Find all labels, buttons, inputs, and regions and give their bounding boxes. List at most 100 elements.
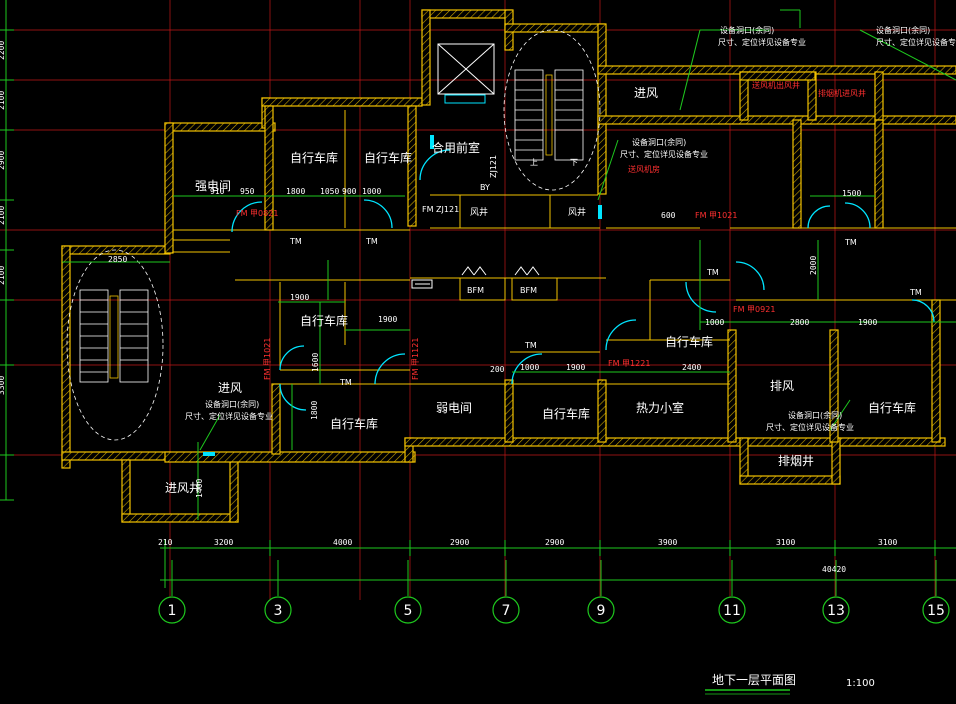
axis-label-7: 7 xyxy=(502,603,511,619)
dim-inner-21: 1500 xyxy=(842,189,861,198)
left-dim-3: 2100 xyxy=(0,206,6,225)
red-duct-2: 排烟机进风井 xyxy=(818,88,866,98)
room-shower: 合用前室 xyxy=(432,140,480,155)
note-opening-5: 设备洞口(余同) xyxy=(788,410,842,420)
bfm-1: BFM xyxy=(467,286,484,295)
room-exhaust: 排风 xyxy=(770,379,794,393)
tm-7: TM xyxy=(909,288,922,297)
left-dim-1: 2100 xyxy=(0,91,6,110)
tm-6: TM xyxy=(844,238,857,247)
fm-label-e: FM 甲1021 xyxy=(263,338,272,380)
fm-zj-label: FM ZJ121 xyxy=(422,205,459,214)
dim-inner-6: 1900 xyxy=(290,293,309,302)
room-duct-2: 风井 xyxy=(568,206,586,218)
dim-inner-12: 2800 xyxy=(790,318,809,327)
tm-4: TM xyxy=(524,341,537,350)
dim-inner-18: 200 xyxy=(490,365,505,374)
fm-label-f: FM 甲1121 xyxy=(411,338,420,380)
dim-total: 40420 xyxy=(822,565,846,574)
dim-inner-16: 1800 xyxy=(310,401,319,420)
room-weak-elec: 弱电间 xyxy=(436,401,472,415)
note-opening-4: 设备洞口(余同) xyxy=(205,399,259,409)
doors xyxy=(231,149,935,411)
left-dimension-chain xyxy=(0,0,14,501)
room-bike-low: 自行车库 xyxy=(330,416,378,431)
leader-lines xyxy=(199,9,956,451)
dim-bottom-0: 210 xyxy=(158,538,173,547)
dim-inner-17: 1600 xyxy=(311,353,320,372)
vent-grilles xyxy=(203,135,602,456)
left-dim-5: 3300 xyxy=(0,376,6,395)
dim-inner-3: 1050 xyxy=(320,187,339,196)
left-dim-2: 2900 xyxy=(0,151,6,170)
room-intake-shaft: 进风井 xyxy=(165,481,201,495)
room-bike-right: 自行车库 xyxy=(868,400,916,415)
dim-inner-10: 2400 xyxy=(682,363,701,372)
left-staircase xyxy=(66,249,164,441)
dim-bottom-2: 4000 xyxy=(333,538,352,547)
dim-bottom-7: 3100 xyxy=(878,538,897,547)
fm-label-b: FM 甲1021 xyxy=(695,211,737,220)
red-room: 送风机房 xyxy=(628,164,660,174)
room-outlines xyxy=(173,110,956,385)
note-size-2: 尺寸、定位详见设备专业 xyxy=(876,37,956,47)
axis-label-1: 1 xyxy=(168,603,177,619)
fm-label-c: FM 甲0921 xyxy=(733,305,775,314)
room-bike-2: 自行车库 xyxy=(364,150,412,165)
tm-3: TM xyxy=(339,378,352,387)
axis-label-11: 11 xyxy=(723,603,741,619)
stair-down: 下 xyxy=(570,158,578,167)
room-heat: 热力小室 xyxy=(636,400,684,415)
drawing-scale: 1:100 xyxy=(846,678,875,689)
note-opening-3: 设备洞口(余同) xyxy=(632,137,686,147)
dim-bottom-6: 3100 xyxy=(776,538,795,547)
note-size-3: 尺寸、定位详见设备专业 xyxy=(620,149,708,159)
bfm-2: BFM xyxy=(520,286,537,295)
dim-inner-1: 950 xyxy=(240,187,255,196)
dim-inner-19: 2000 xyxy=(809,256,818,275)
dim-inner-9: 1900 xyxy=(566,363,585,372)
room-bike-mid: 自行车库 xyxy=(300,313,348,328)
dim-inner-5: 1000 xyxy=(362,187,381,196)
axis-label-15: 15 xyxy=(927,603,945,619)
note-size-1: 尺寸、定位详见设备专业 xyxy=(718,37,806,47)
walls xyxy=(61,9,956,523)
dim-inner-13: 1900 xyxy=(858,318,877,327)
room-duct-1: 风井 xyxy=(470,206,488,218)
upper-staircase xyxy=(503,29,601,191)
bfm-valves xyxy=(411,266,540,289)
dim-inner-8: 1000 xyxy=(520,363,539,372)
note-opening-2: 设备洞口(余同) xyxy=(876,25,930,35)
dim-inner-15: 1400 xyxy=(195,479,204,498)
room-bike-row1: 自行车库 xyxy=(542,406,590,421)
dim-inner-4: 900 xyxy=(342,187,357,196)
axis-label-3: 3 xyxy=(274,603,283,619)
note-size-5: 尺寸、定位详见设备专业 xyxy=(766,422,854,432)
tm-1: TM xyxy=(289,237,302,246)
room-bike-row2: 自行车库 xyxy=(665,334,713,349)
axis-label-13: 13 xyxy=(827,603,845,619)
dim-bottom-5: 3900 xyxy=(658,538,677,547)
elevator-shaft xyxy=(437,43,495,104)
tm-2: TM xyxy=(365,237,378,246)
dim-inner-14: 2850 xyxy=(108,255,127,264)
axis-label-9: 9 xyxy=(597,603,606,619)
dim-inner-2: 1800 xyxy=(286,187,305,196)
dim-bottom-1: 3200 xyxy=(214,538,233,547)
tm-5: TM xyxy=(706,268,719,277)
room-intake-top: 进风 xyxy=(634,86,658,100)
zj-label: ZJ121 xyxy=(489,155,498,178)
room-bike-1: 自行车库 xyxy=(290,150,338,165)
axis-label-5: 5 xyxy=(404,603,413,619)
by-label: BY xyxy=(480,183,490,192)
dim-inner-11: 1000 xyxy=(705,318,724,327)
dim-inner-0: 910 xyxy=(210,187,225,196)
title-block: 地下一层平面图 1:100 xyxy=(705,673,875,695)
red-duct-1: 送风机出风井 xyxy=(752,80,800,90)
room-strong-elec: 强电间 xyxy=(195,179,231,193)
note-opening-1: 设备洞口(余同) xyxy=(720,25,774,35)
fm-label-a: FM 甲0821 xyxy=(236,209,278,218)
left-dim-0: 2200 xyxy=(0,41,6,60)
fm-label-d: FM 甲1221 xyxy=(608,359,650,368)
